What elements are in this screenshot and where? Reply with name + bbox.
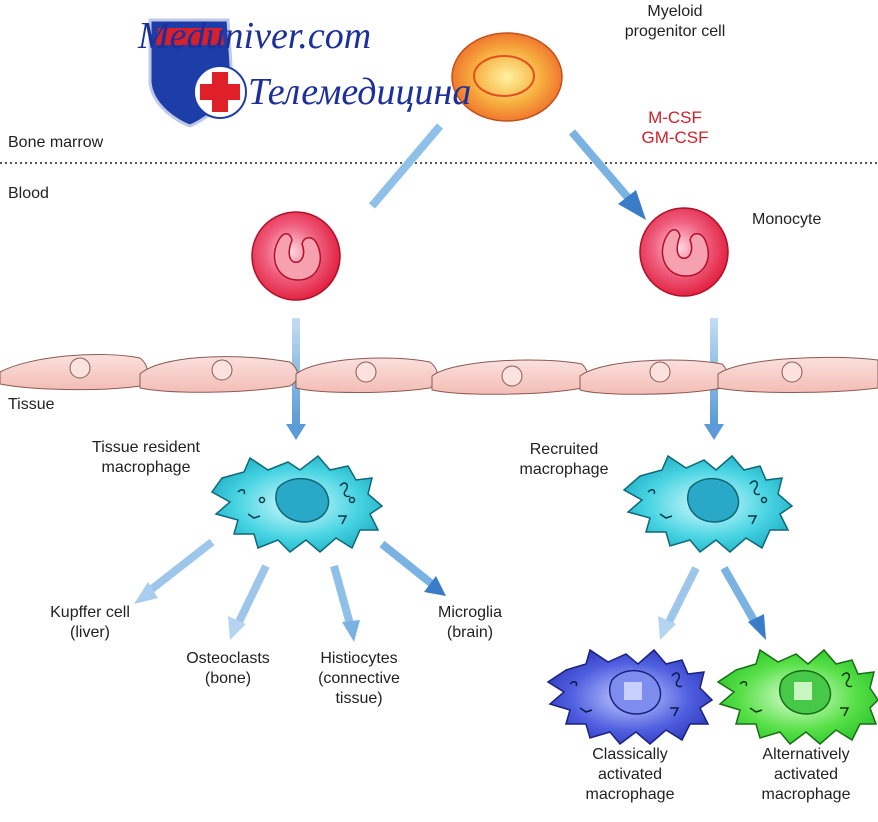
- endothelium: [0, 353, 878, 395]
- classically-activated-macrophage: [546, 648, 714, 746]
- arrow-progenitor-to-monocyte-left: [368, 123, 444, 209]
- myeloid-progenitor-cell: [451, 32, 563, 122]
- watermark-text-line1: Meduniver.com: [138, 15, 372, 57]
- watermark-shield-icon: [148, 18, 247, 128]
- label-myeloid-progenitor: Myeloid progenitor cell: [624, 3, 726, 40]
- monocyte-right: [639, 207, 729, 297]
- label-osteoclasts: Osteoclasts (bone): [186, 650, 270, 687]
- label-histiocytes: Histiocytes (connective tissue): [318, 650, 400, 707]
- arrow-progenitor-to-monocyte-right: [568, 129, 646, 220]
- label-bone-marrow: Bone marrow: [8, 134, 104, 151]
- recruited-macrophage: [622, 454, 794, 554]
- label-alternatively-activated: Alternatively activated macrophage: [761, 746, 851, 803]
- arrow-to-histiocytes: [330, 564, 360, 642]
- label-classically-activated: Classically activated macrophage: [585, 746, 675, 803]
- label-tissue: Tissue: [8, 396, 55, 413]
- arrow-to-alternative: [720, 566, 766, 640]
- label-kupffer-cell: Kupffer cell (liver): [50, 604, 130, 641]
- label-tissue-resident-macrophage: Tissue resident macrophage: [92, 439, 200, 476]
- watermark-text-line2: Телемедицина: [248, 71, 472, 113]
- label-recruited-macrophage: Recruited macrophage: [519, 441, 609, 478]
- label-monocyte: Monocyte: [752, 211, 822, 228]
- arrow-to-kupffer: [134, 538, 215, 604]
- label-microglia: Microglia (brain): [437, 604, 502, 641]
- arrow-to-classical: [658, 566, 700, 640]
- monocyte-left: [251, 211, 341, 301]
- label-blood: Blood: [8, 185, 49, 202]
- label-csf: M-CSF GM-CSF: [641, 108, 709, 147]
- tissue-resident-macrophage: [210, 454, 384, 553]
- arrow-to-microglia: [379, 540, 446, 596]
- arrow-to-osteoclasts: [228, 564, 270, 640]
- alternatively-activated-macrophage: [716, 648, 878, 746]
